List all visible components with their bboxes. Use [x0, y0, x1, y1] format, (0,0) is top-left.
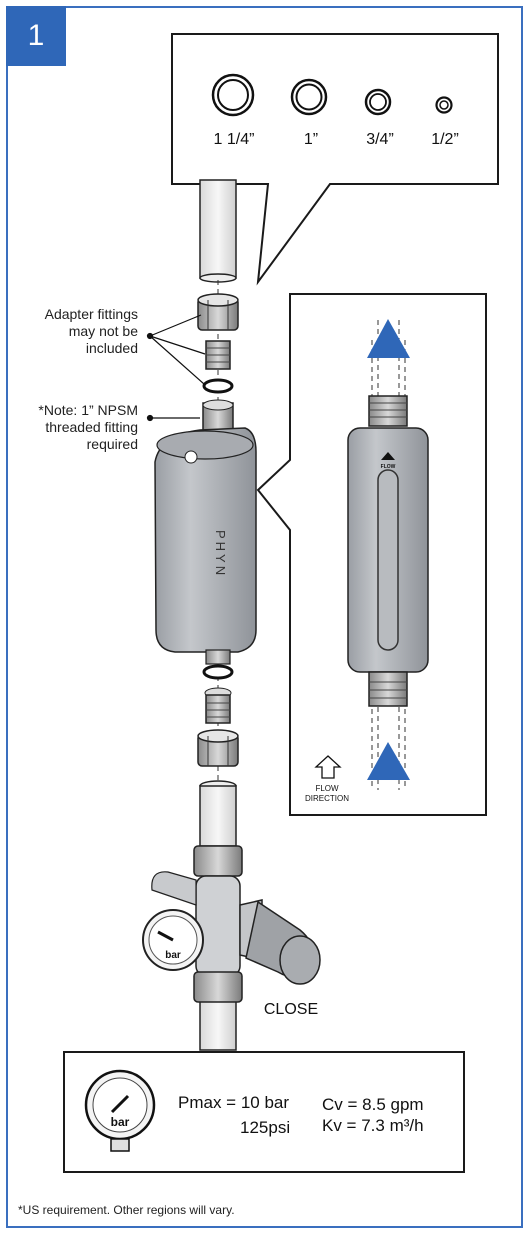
upper-union-nut — [197, 293, 239, 331]
status-light-icon — [184, 450, 198, 464]
pipe-size-label: 3/4” — [366, 131, 394, 148]
device-flow-label: FLOW — [381, 464, 396, 470]
cv-value: Cv = 8.5 gpm — [322, 1095, 424, 1114]
npsm-note-line: threaded fitting — [45, 419, 138, 435]
close-label: CLOSE — [264, 1001, 318, 1018]
valve-gauge-unit: bar — [165, 950, 181, 961]
pipe-size-label: 1” — [304, 131, 318, 148]
pmax-value: Pmax = 10 bar — [178, 1093, 289, 1112]
flow-detail-callout: FLOW FLOW DIRECTION — [256, 293, 487, 816]
instruction-frame — [6, 6, 523, 1228]
flow-mini-arrow-icon — [381, 452, 395, 460]
upper-adapter-nipple — [205, 340, 231, 370]
kv-value: Kv = 7.3 m³/h — [322, 1116, 424, 1135]
spec-box: bar Pmax = 10 bar 125psi Cv = 8.5 gpm Kv… — [63, 1051, 465, 1173]
npsm-leader-line — [146, 414, 200, 422]
flow-direction-icon — [314, 755, 342, 779]
flow-arrow-bottom-icon — [367, 742, 410, 780]
device-brand-logo: PHYN — [213, 530, 228, 579]
step-badge: 1 — [6, 6, 66, 66]
pipe-size-label: 1/2” — [431, 131, 459, 148]
lower-gasket — [202, 664, 234, 680]
lower-pipe — [199, 780, 237, 1051]
pipe-size-label: 1 1/4” — [214, 131, 255, 148]
pipe-size-1-2-icon — [435, 96, 453, 114]
adapter-note-line: may not be — [68, 323, 138, 339]
npsm-note-line: *Note: 1” NPSM — [38, 402, 138, 418]
flow-arrow-up-icon — [367, 319, 410, 358]
psi-value: 125psi — [240, 1118, 290, 1137]
lower-union-nut — [197, 729, 239, 767]
npsm-note-line: required — [86, 436, 138, 452]
spec-gauge-unit: bar — [111, 1115, 130, 1129]
adapter-note: Adapter fittings may not be included — [20, 306, 138, 357]
npsm-note: *Note: 1” NPSM threaded fitting required — [20, 402, 138, 453]
pipe-size-callout: 1 1/4” 1” 3/4” 1/2” — [171, 33, 499, 286]
adapter-note-line: included — [85, 340, 138, 356]
shutoff-valve: bar CLOSE — [142, 845, 321, 1018]
phyn-device — [154, 399, 257, 665]
footnote: *US requirement. Other regions will vary… — [18, 1203, 235, 1217]
lower-adapter-nipple — [204, 687, 232, 724]
upper-gasket — [202, 378, 234, 394]
flow-direction-caption: DIRECTION — [305, 794, 349, 803]
adapter-note-line: Adapter fittings — [44, 306, 138, 322]
adapter-leader-lines — [146, 314, 206, 385]
flow-direction-caption: FLOW — [315, 784, 339, 793]
